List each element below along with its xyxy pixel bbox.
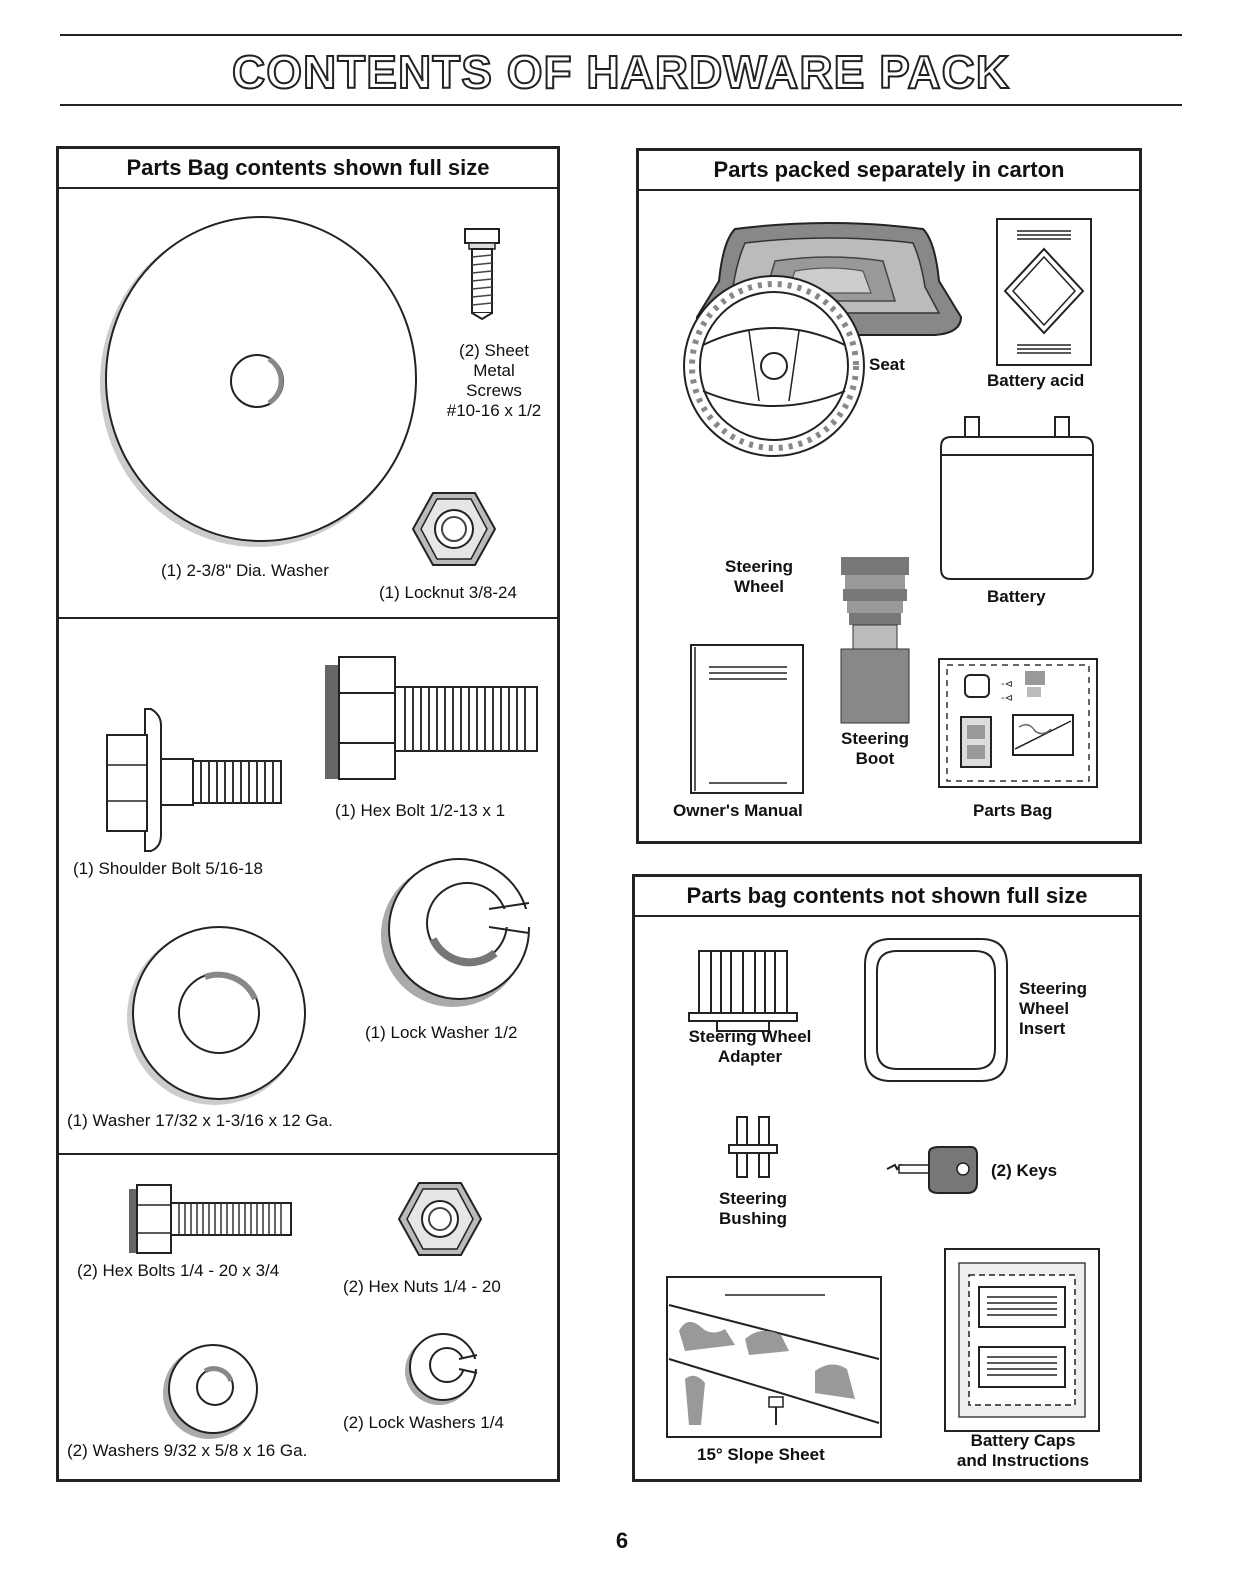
page-number: 6 [615, 1528, 629, 1553]
small-washers-label: (2) Washers 9/32 x 5/8 x 16 Ga. [67, 1441, 308, 1460]
steering-wheel-adapter-label-line1: Steering Wheel [688, 1027, 812, 1046]
lock-washers-quarter-illustration [405, 1333, 481, 1405]
sheet-metal-screws-label-line1: (2) Sheet [459, 341, 529, 360]
steering-wheel-insert-label-line2: Wheel [1019, 999, 1070, 1018]
top-rule [60, 34, 1182, 36]
medium-washer-label: (1) Washer 17/32 x 1-3/16 x 12 Ga. [67, 1111, 333, 1130]
hex-nuts-label: (2) Hex Nuts 1/4 - 20 [343, 1277, 501, 1296]
battery-acid-label: Battery acid [987, 371, 1085, 390]
hex-bolts-quarter-illustration [129, 1184, 292, 1254]
battery-acid-illustration [996, 218, 1092, 366]
steering-wheel-label-line1: Steering [724, 557, 794, 576]
parts-in-carton-header: Parts packed separately in carton [639, 151, 1139, 191]
medium-washer-illustration [127, 926, 306, 1105]
shoulder-bolt-label: (1) Shoulder Bolt 5/16-18 [73, 859, 263, 878]
svg-text:-⊲: -⊲ [1001, 679, 1013, 690]
hex-bolt-half-label: (1) Hex Bolt 1/2-13 x 1 [335, 801, 506, 820]
page-title: CONTENTS OF HARDWARE PACK [231, 45, 1011, 99]
lock-washer-half-label: (1) Lock Washer 1/2 [365, 1023, 518, 1042]
title-underline [60, 104, 1182, 106]
svg-text:-⊲: -⊲ [1001, 693, 1013, 704]
parts-bag-not-full-size-box: Parts bag contents not shown full size S… [632, 874, 1142, 1482]
parts-bag-illustration: -⊲ -⊲ [938, 658, 1098, 788]
owners-manual-label: Owner's Manual [673, 801, 803, 820]
lock-washers-quarter-label: (2) Lock Washers 1/4 [343, 1413, 504, 1432]
steering-boot-label-line2: Boot [855, 749, 895, 768]
lock-washer-half-illustration [381, 858, 537, 1007]
steering-wheel-insert-label-line3: Insert [1019, 1019, 1066, 1038]
section-divider [59, 617, 557, 619]
steering-wheel-label-line2: Wheel [733, 577, 785, 596]
parts-bag-full-size-box: Parts Bag contents shown full size (1) 2… [56, 146, 560, 1482]
slope-sheet-illustration [666, 1276, 882, 1438]
hex-nuts-illustration [397, 1182, 483, 1256]
keys-label: (2) Keys [991, 1161, 1058, 1180]
parts-bag-full-size-header: Parts Bag contents shown full size [59, 149, 557, 189]
battery-illustration [940, 416, 1094, 580]
large-washer-label: (1) 2-3/8" Dia. Washer [161, 561, 329, 580]
steering-wheel-insert-illustration [864, 938, 1008, 1082]
battery-caps-label-line1: Battery Caps [970, 1431, 1076, 1450]
parts-bag-label: Parts Bag [973, 801, 1053, 820]
hex-bolts-quarter-label: (2) Hex Bolts 1/4 - 20 x 3/4 [77, 1261, 280, 1280]
parts-bag-not-full-size-header: Parts bag contents not shown full size [635, 877, 1139, 917]
steering-bushing-label-line2: Bushing [719, 1209, 787, 1228]
hex-bolt-half-illustration [325, 656, 538, 780]
locknut-illustration [411, 492, 497, 566]
steering-wheel-adapter-illustration [688, 950, 798, 1032]
seat-label: Seat [869, 355, 905, 374]
large-washer-illustration [100, 216, 417, 547]
steering-wheel-illustration [683, 275, 865, 457]
sheet-metal-screws-label-line3: Screws [466, 381, 522, 400]
battery-label: Battery [987, 587, 1046, 606]
owners-manual-illustration [690, 644, 804, 794]
steering-boot-illustration [840, 557, 910, 724]
steering-boot-label-line1: Steering [840, 729, 910, 748]
steering-bushing-illustration [728, 1116, 778, 1178]
sheet-metal-screws-label-line2: Metal [473, 361, 515, 380]
slope-sheet-label: 15° Slope Sheet [697, 1445, 825, 1464]
shoulder-bolt-illustration [106, 708, 282, 852]
parts-in-carton-box: Parts packed separately in carton Seat B… [636, 148, 1142, 844]
steering-wheel-insert-label-line1: Steering [1019, 979, 1088, 998]
steering-wheel-adapter-label-line2: Adapter [717, 1047, 783, 1066]
steering-bushing-label-line1: Steering [718, 1189, 788, 1208]
sheet-metal-screws-label-line4: #10-16 x 1/2 [446, 401, 542, 420]
locknut-label: (1) Locknut 3/8-24 [379, 583, 517, 602]
small-washers-illustration [163, 1344, 258, 1439]
battery-caps-illustration [944, 1248, 1100, 1432]
sheet-metal-screw-illustration [464, 228, 500, 321]
section-divider [59, 1153, 557, 1155]
battery-caps-label-line2: and Instructions [956, 1451, 1090, 1470]
keys-illustration [886, 1146, 978, 1194]
